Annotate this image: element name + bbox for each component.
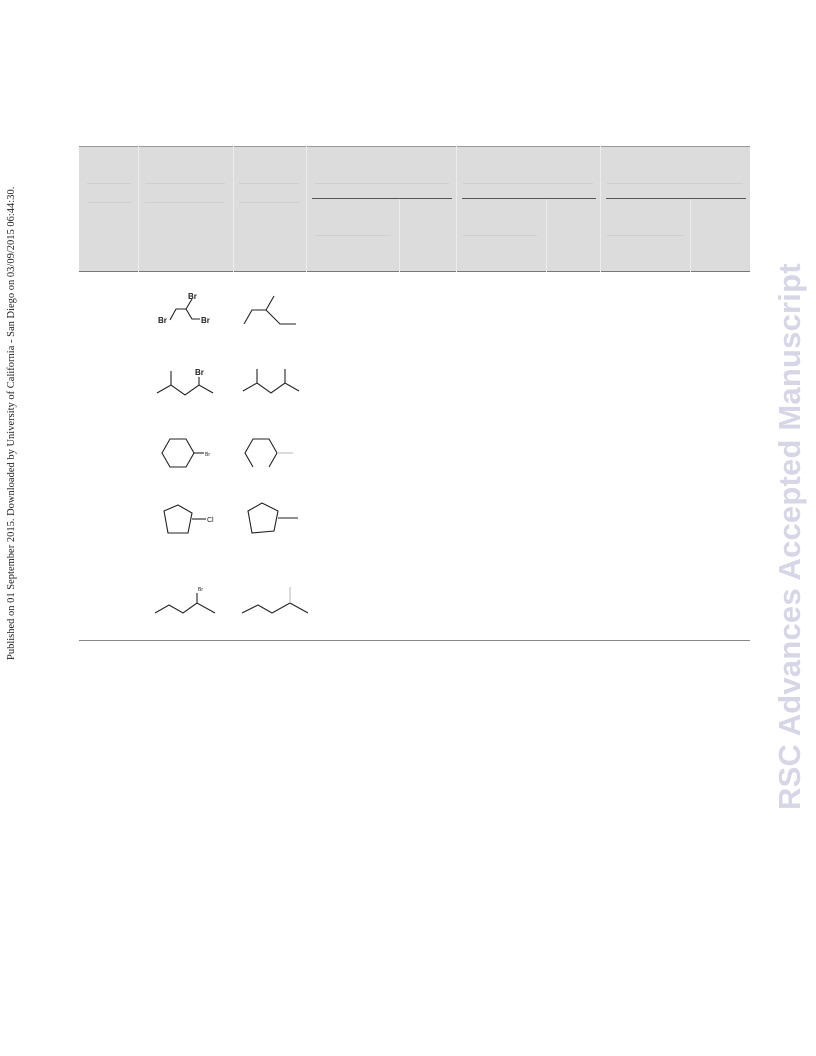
table-header-band	[79, 146, 750, 272]
cyclopentane-ring	[247, 502, 279, 534]
skeletal-bonds-2	[265, 309, 296, 325]
skeletal-bonds	[243, 295, 275, 325]
substrate-label-2: Br	[195, 368, 204, 377]
column-dividers	[138, 146, 691, 272]
cyclohexane-ring	[244, 438, 278, 468]
substrate-label-1b: Br	[158, 316, 167, 325]
substrate-label-3: Br	[205, 452, 210, 458]
journal-watermark: RSC Advances Accepted Manuscript	[770, 246, 810, 810]
substrate-label-5: Br	[198, 587, 203, 593]
faint-header-lines	[87, 183, 743, 236]
product-structure-4	[246, 501, 306, 542]
product-structure-5	[240, 583, 310, 622]
product-structure-1	[240, 290, 304, 335]
skeletal-bonds	[156, 384, 214, 396]
skeletal-bonds	[242, 382, 300, 394]
watermark-text: RSC Advances Accepted Manuscript	[772, 263, 807, 810]
substrate-structure-3: Br	[160, 437, 216, 474]
product-structure-2	[241, 365, 305, 406]
substrate-structure-4: Cl	[160, 503, 220, 544]
download-notice: Published on 01 September 2015. Download…	[6, 180, 20, 660]
cyclohexane-ring	[161, 438, 195, 468]
download-notice-text: Published on 01 September 2015. Download…	[6, 186, 17, 660]
table-frame	[79, 146, 750, 641]
skeletal-bonds	[241, 602, 309, 614]
substrate-structure-5: Br	[153, 583, 219, 622]
skeletal-bonds	[169, 298, 200, 321]
substrate-label-1a: Br	[188, 292, 197, 301]
cyclopentane-ring	[163, 504, 193, 534]
results-table	[79, 146, 750, 642]
substrate-label-1c: Br	[201, 316, 210, 325]
skeletal-bonds	[154, 602, 216, 614]
product-structure-3	[243, 437, 299, 474]
substrate-label-4: Cl	[207, 517, 214, 524]
substrate-structure-2: Br	[155, 365, 219, 406]
substrate-structure-1: Br Br Br	[150, 285, 220, 340]
